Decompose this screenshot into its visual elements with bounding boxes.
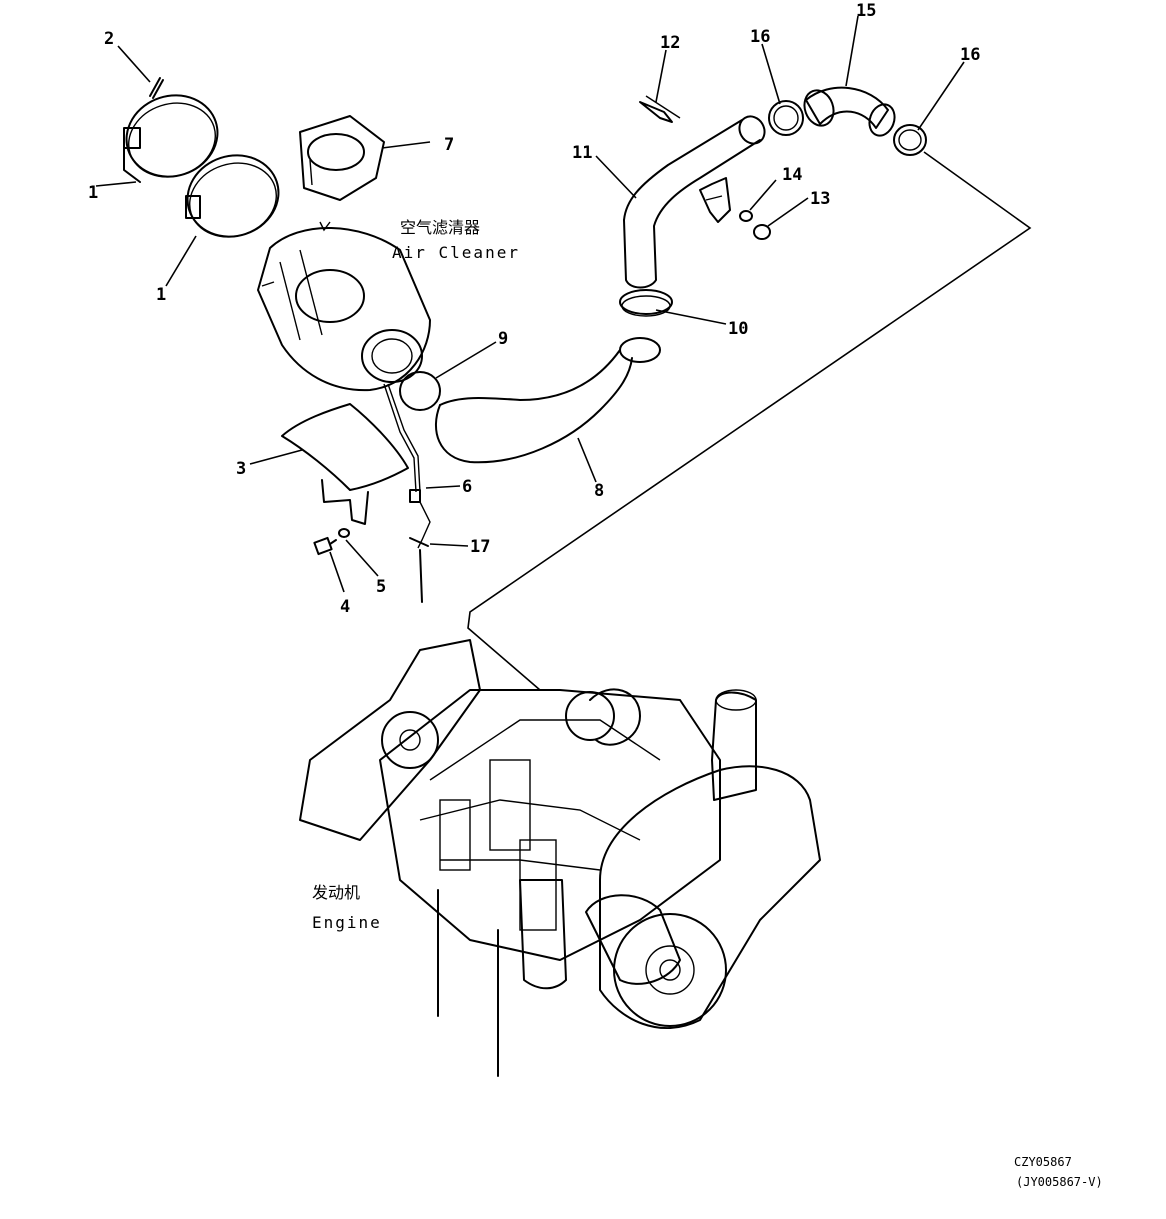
- intake-pipe: [623, 115, 766, 289]
- drawing-id-secondary: (JY005867-V): [1016, 1175, 1103, 1189]
- air-cleaner-body: [257, 221, 431, 392]
- dust-indicator: [383, 383, 421, 503]
- cover-plate: [281, 403, 409, 525]
- callout-15: 15: [856, 1, 876, 21]
- clamp-bolt: [149, 77, 164, 99]
- band-clamp-upper: [123, 94, 219, 183]
- callouts: 1 1 2 3 4 5 6 7 8 9 10 11 12 13 14 15 16…: [88, 1, 980, 617]
- indicator-sensor: [409, 501, 431, 603]
- band-clamp-lower: [185, 154, 280, 238]
- pipe-bracket: [699, 177, 731, 223]
- callout-10: 10: [728, 319, 748, 339]
- bolt-4: [313, 536, 337, 556]
- callout-11: 11: [572, 143, 592, 163]
- callout-3: 3: [236, 459, 246, 479]
- elbow-hose: [803, 86, 896, 137]
- air-cleaner-label-cn: 空气滤清器: [400, 218, 480, 237]
- leader-lines: [95, 15, 965, 593]
- callout-7: 7: [444, 135, 454, 155]
- hose-clamp-16-left: [768, 100, 804, 136]
- callout-8: 8: [594, 481, 604, 501]
- callout-17: 17: [470, 537, 490, 557]
- hose-clamp-10: [619, 289, 673, 317]
- engine-assembly: [299, 639, 821, 1077]
- air-cleaner-label-en: Air Cleaner: [392, 243, 520, 262]
- callout-5: 5: [376, 577, 386, 597]
- hose-clamp-16-right: [893, 124, 927, 156]
- hose-clamp-9: [399, 371, 441, 411]
- connection-line: [467, 151, 1032, 691]
- callout-16-right: 16: [960, 45, 980, 65]
- callout-6: 6: [462, 477, 472, 497]
- callout-2: 2: [104, 29, 114, 49]
- callout-13: 13: [810, 189, 830, 209]
- clip-12: [639, 95, 681, 123]
- washer-5: [338, 528, 350, 538]
- engine-label-cn: 发动机: [312, 883, 360, 902]
- callout-1-upper: 1: [88, 183, 98, 203]
- callout-1-lower: 1: [156, 285, 166, 305]
- nut-13: [753, 224, 771, 240]
- callout-9: 9: [498, 329, 508, 349]
- intake-hose: [435, 337, 661, 464]
- engine-label-en: Engine: [312, 913, 382, 932]
- callout-14: 14: [782, 165, 802, 185]
- callout-16-left: 16: [750, 27, 770, 47]
- callout-12: 12: [660, 33, 680, 53]
- pre-cleaner-cap: [299, 115, 385, 201]
- callout-4: 4: [340, 597, 350, 617]
- bolt-14: [739, 210, 753, 222]
- drawing-id: CZY05867: [1014, 1155, 1072, 1169]
